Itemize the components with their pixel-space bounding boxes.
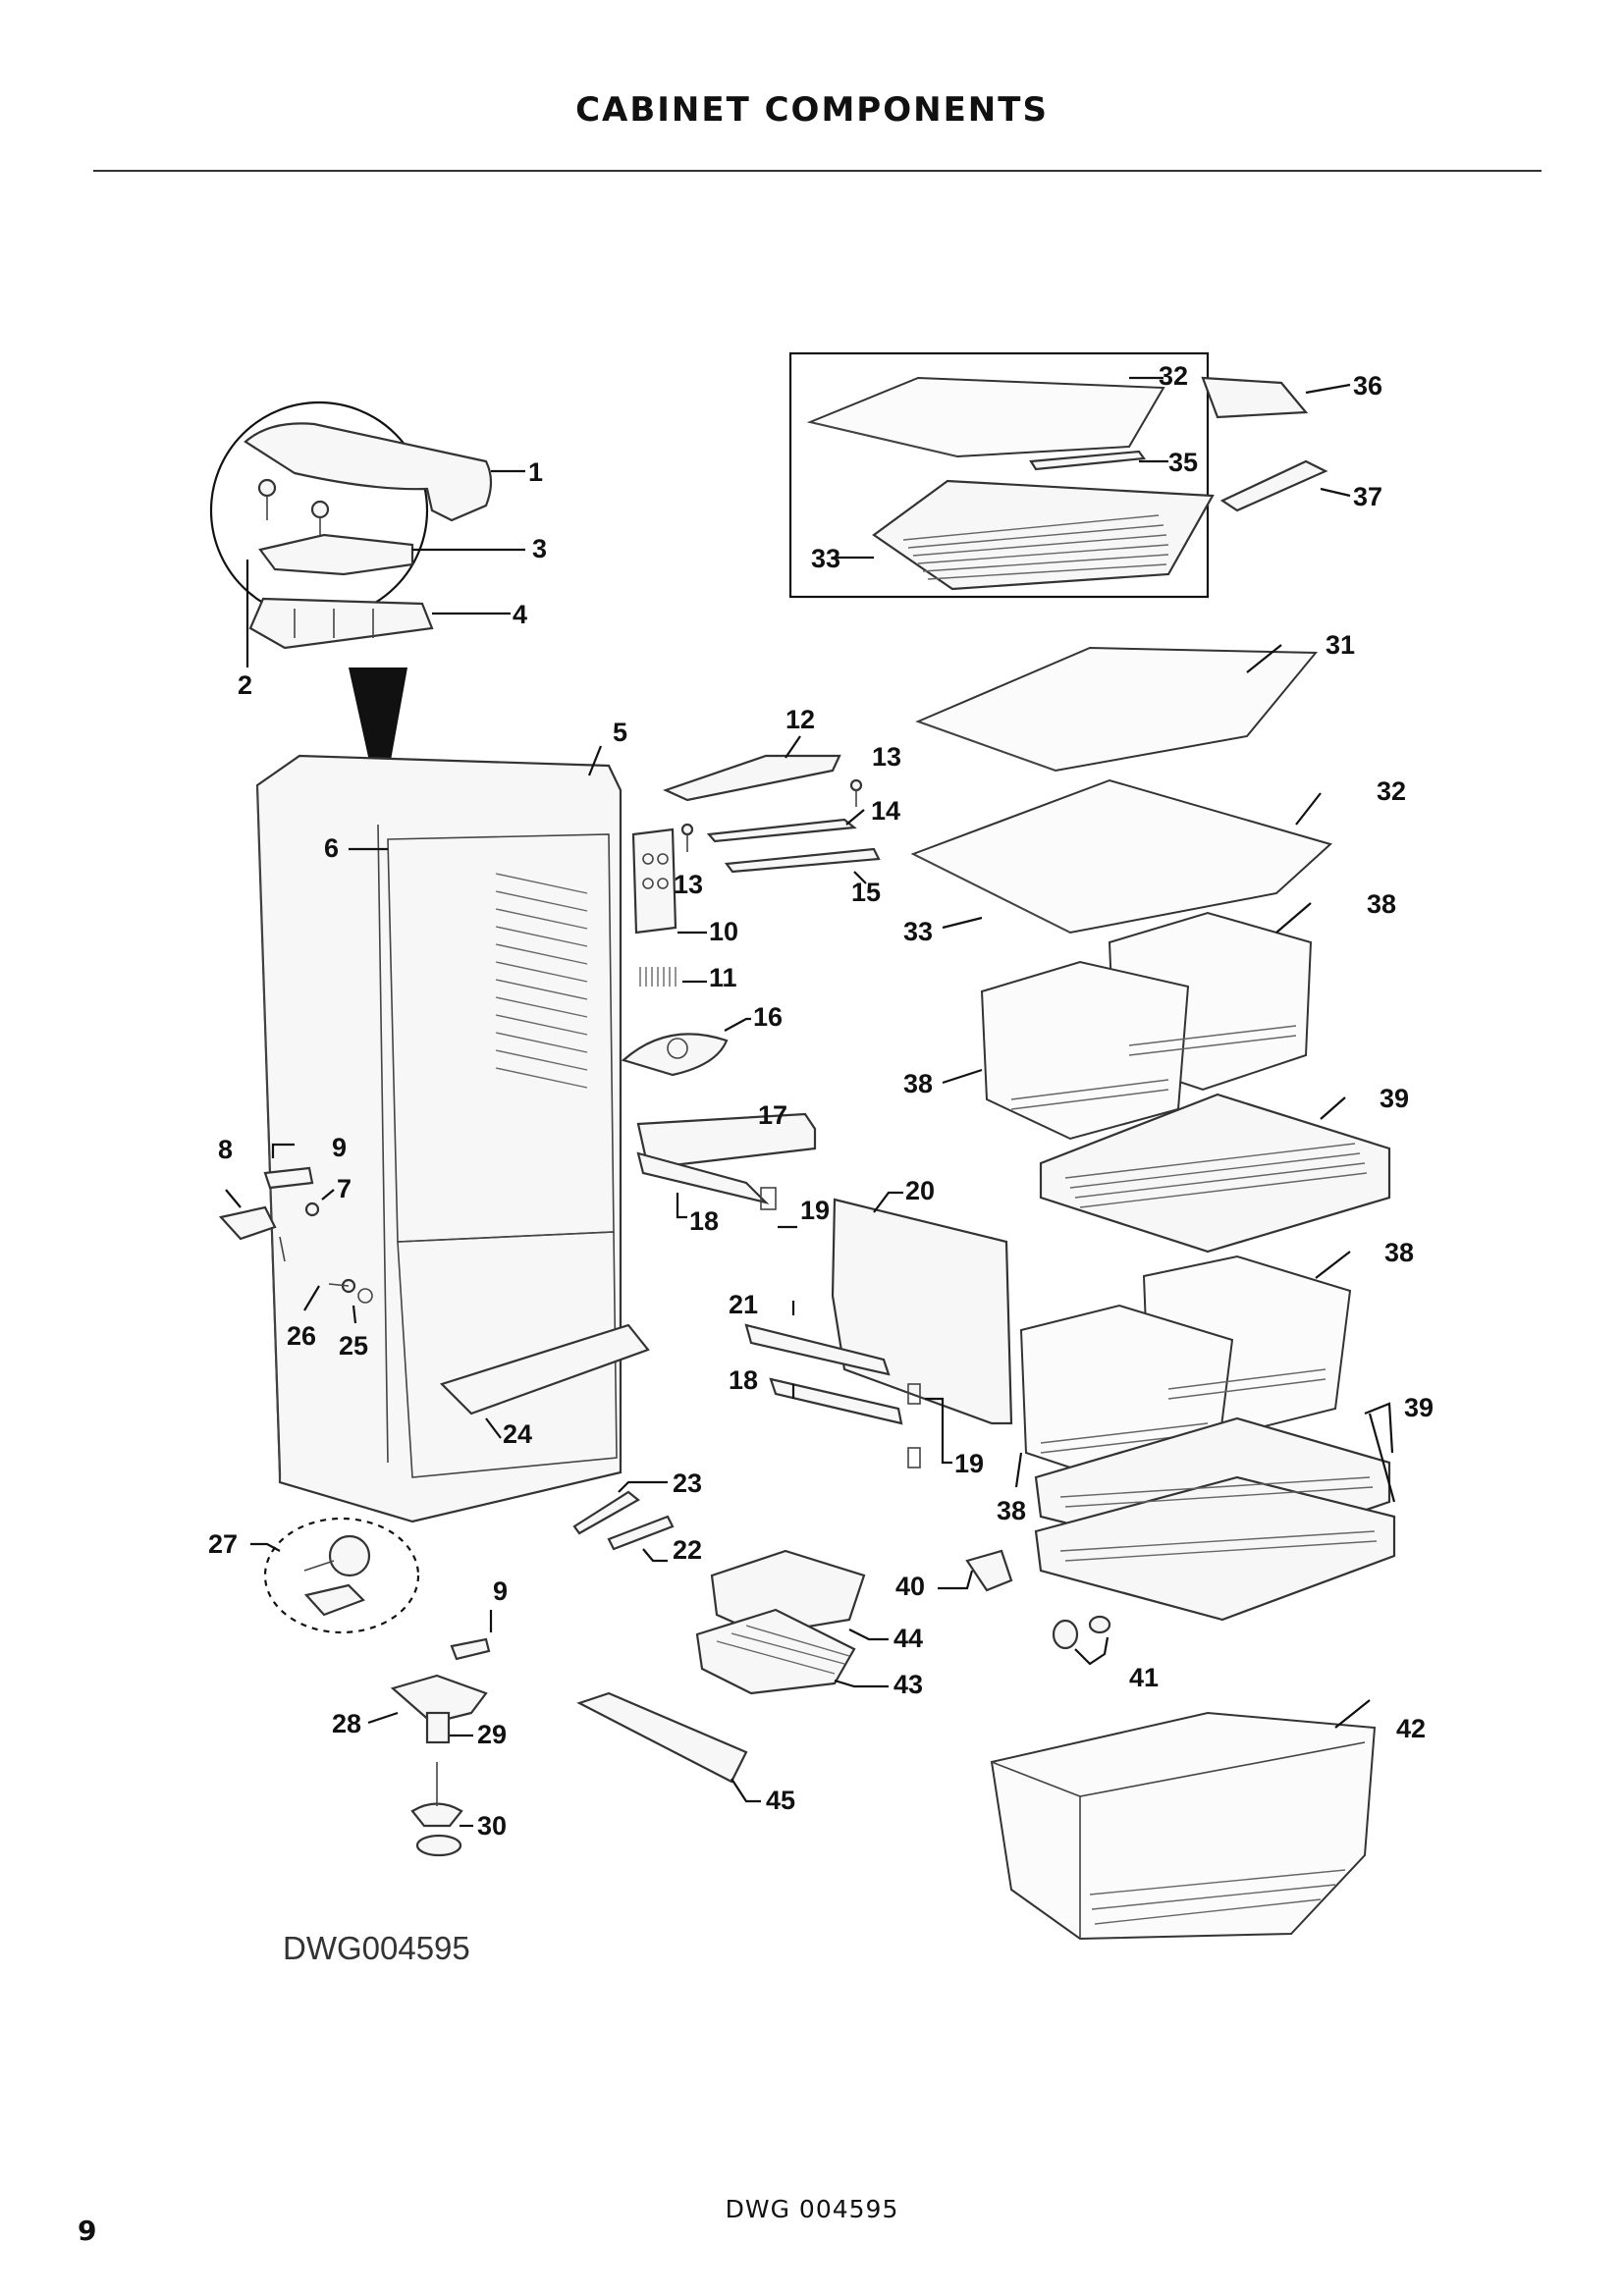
shelf-detail-box xyxy=(788,351,1351,599)
callout-39b: 39 xyxy=(1404,1393,1434,1422)
callout-30: 30 xyxy=(477,1811,507,1841)
callout-23: 23 xyxy=(673,1468,702,1498)
page-number: 9 xyxy=(78,2215,97,2247)
callout-32: 32 xyxy=(1159,361,1188,391)
page-title: CABINET COMPONENTS xyxy=(575,90,1049,130)
callout-20: 20 xyxy=(905,1176,935,1205)
callout-40: 40 xyxy=(895,1572,925,1601)
callout-9: 9 xyxy=(332,1133,347,1162)
callout-13: 13 xyxy=(872,742,901,772)
ice-tray-parts xyxy=(576,1549,1111,1803)
control-components xyxy=(621,735,881,1077)
callout-25: 25 xyxy=(339,1331,368,1361)
callout-13b: 13 xyxy=(674,870,703,899)
callout-11: 11 xyxy=(709,963,737,992)
callout-44: 44 xyxy=(893,1624,923,1653)
callout-42: 42 xyxy=(1396,1714,1426,1743)
callout-7: 7 xyxy=(337,1174,352,1203)
callout-45: 45 xyxy=(766,1786,795,1815)
leveling-foot-parts xyxy=(250,1517,493,1857)
callout-14: 14 xyxy=(871,796,900,826)
callout-28: 28 xyxy=(332,1709,361,1738)
callout-35: 35 xyxy=(1168,448,1198,477)
callout-33: 33 xyxy=(811,544,840,573)
callout-17: 17 xyxy=(758,1100,787,1130)
callout-38d: 38 xyxy=(997,1496,1026,1525)
callout-21: 21 xyxy=(729,1290,758,1319)
callout-39: 39 xyxy=(1380,1084,1409,1113)
title-divider xyxy=(93,170,1542,172)
callout-8: 8 xyxy=(218,1135,233,1164)
callout-43: 43 xyxy=(893,1670,923,1699)
callout-27: 27 xyxy=(208,1529,238,1559)
callout-4: 4 xyxy=(513,600,527,629)
callout-3: 3 xyxy=(532,534,547,563)
callout-12: 12 xyxy=(785,705,815,734)
callout-22: 22 xyxy=(673,1535,702,1565)
callout-38b: 38 xyxy=(903,1069,933,1098)
callout-32b: 32 xyxy=(1377,776,1406,806)
callout-31: 31 xyxy=(1326,630,1355,660)
hinge-detail-circle xyxy=(209,400,525,815)
callout-18b: 18 xyxy=(729,1365,758,1395)
callout-19b: 19 xyxy=(954,1449,984,1478)
callout-labels: 1 2 3 4 5 6 7 8 9 9 10 11 12 13 13 14 15… xyxy=(208,361,1434,1841)
callout-41: 41 xyxy=(1129,1663,1159,1692)
callout-26: 26 xyxy=(287,1321,316,1351)
fridge-cabinet xyxy=(255,745,650,1523)
callout-1: 1 xyxy=(528,457,543,487)
callout-19: 19 xyxy=(800,1196,830,1225)
callout-18: 18 xyxy=(689,1206,719,1236)
callout-33b: 33 xyxy=(903,917,933,946)
footer-drawing-code: DWG 004595 xyxy=(725,2195,899,2223)
callout-36: 36 xyxy=(1353,371,1382,400)
callout-38c: 38 xyxy=(1384,1238,1414,1267)
callout-37: 37 xyxy=(1353,482,1382,511)
callout-9b: 9 xyxy=(493,1576,508,1606)
callout-15: 15 xyxy=(851,878,881,907)
callout-24: 24 xyxy=(503,1419,532,1449)
callout-6: 6 xyxy=(324,833,339,863)
callout-29: 29 xyxy=(477,1720,507,1749)
callout-2: 2 xyxy=(238,670,252,700)
door-hardware xyxy=(218,1112,1013,1563)
callout-38: 38 xyxy=(1367,889,1396,919)
drawing-number-label: DWG004595 xyxy=(283,1930,470,1966)
callout-5: 5 xyxy=(613,718,627,747)
callout-10: 10 xyxy=(709,917,738,946)
right-shelves-bins xyxy=(910,644,1396,1941)
callout-16: 16 xyxy=(753,1002,783,1032)
